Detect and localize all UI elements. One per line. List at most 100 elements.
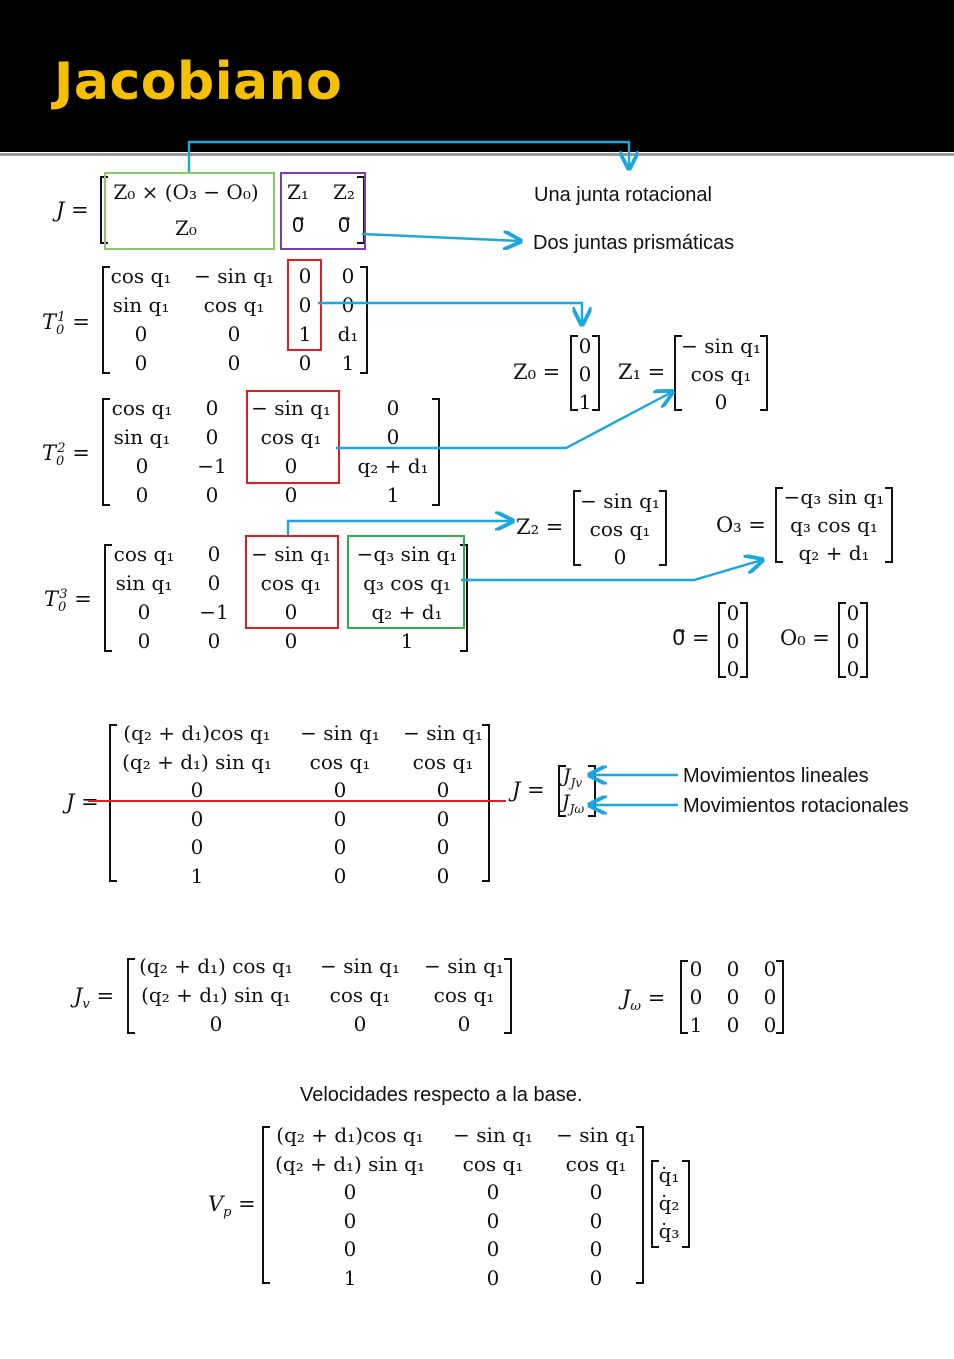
jv-cell: 0 xyxy=(353,1012,367,1036)
jgen-cell: Z₀ × (O₃ − O₀) xyxy=(113,180,259,204)
qdot-entry: q̇₁ xyxy=(658,1163,680,1187)
annotation-una-junta: Una junta rotacional xyxy=(534,184,712,206)
bracket xyxy=(432,398,440,506)
jfull-cell: cos q₁ xyxy=(412,749,474,774)
vector-entry: 1 xyxy=(578,390,592,414)
jfull-cell: 0 xyxy=(333,778,347,802)
t03-cell: cos q₁ xyxy=(260,571,322,595)
jv-cell: (q₂ + d₁) cos q₁ xyxy=(139,954,293,978)
vector-entry: 0 xyxy=(726,629,740,653)
vp-cell: 0 xyxy=(589,1265,603,1290)
vp-cell: 0 xyxy=(343,1180,357,1204)
vector-entry: − sin q₁ xyxy=(580,489,660,513)
bracket xyxy=(104,544,112,652)
jw-cell: 0 xyxy=(726,985,740,1009)
vector-entry: 0 xyxy=(578,334,592,358)
t03-cell: −1 xyxy=(199,600,229,624)
bracket xyxy=(838,602,846,678)
t02-cell: 0 xyxy=(205,425,219,449)
t03-cell: 0 xyxy=(207,571,221,595)
jfull-cell: 0 xyxy=(190,835,204,859)
jv-cell: cos q₁ xyxy=(433,983,495,1007)
bracket xyxy=(262,1126,270,1284)
t01-cell: 0 xyxy=(298,351,312,375)
vp-cell: 0 xyxy=(343,1237,357,1261)
t02-cell: −1 xyxy=(197,454,227,478)
vector-entry: 0 xyxy=(846,601,860,625)
jfull-cell: (q₂ + d₁)cos q₁ xyxy=(123,721,271,745)
jsplit-label: J = xyxy=(512,778,545,802)
vector-entry: q₂ + d₁ xyxy=(798,541,870,565)
annotation-dos-juntas: Dos juntas prismáticas xyxy=(533,232,735,254)
arrow-to-z2 xyxy=(286,521,512,535)
jv-label: Jv = xyxy=(74,984,115,1013)
bracket xyxy=(636,1126,644,1284)
t03-cell: 0 xyxy=(137,629,151,653)
jfull-cell: (q₂ + d₁) sin q₁ xyxy=(122,749,272,774)
t02-cell: 0 xyxy=(386,396,400,420)
bracket xyxy=(680,960,688,1034)
vector-label: 0⃗ = xyxy=(672,626,710,650)
vp-cell: 0 xyxy=(486,1265,500,1290)
jw-cell: 0 xyxy=(689,985,703,1009)
jv-cell: cos q₁ xyxy=(329,983,391,1007)
jfull-cell: 0 xyxy=(333,835,347,859)
arrow-to-z0 xyxy=(318,301,582,324)
jv-entry: JJv xyxy=(563,765,583,790)
t01-cell: − sin q₁ xyxy=(194,264,274,288)
t01-cell: 0 xyxy=(134,351,148,375)
arrow-to-o3 xyxy=(461,560,762,582)
t03-label: T03 = xyxy=(44,587,92,616)
jw-cell: 0 xyxy=(763,957,777,981)
bracket xyxy=(360,266,368,374)
t02-cell: − sin q₁ xyxy=(251,396,331,420)
vector-entry: q₃ cos q₁ xyxy=(790,513,878,537)
jfull-cell: 0 xyxy=(333,806,347,831)
bracket xyxy=(760,335,768,411)
jfull-cell: 0 xyxy=(436,806,450,831)
bracket xyxy=(102,398,110,506)
jw-cell: 0 xyxy=(726,957,740,981)
t03-cell: 0 xyxy=(284,600,298,624)
jfull-cell: cos q₁ xyxy=(309,749,371,774)
annotation-velocidades: Velocidades respecto a la base. xyxy=(300,1084,583,1106)
jgen-cell: 0⃗ xyxy=(337,213,351,237)
jfull-cell: 0 xyxy=(333,863,347,888)
vp-cell: 1 xyxy=(343,1265,357,1290)
vector-entry: cos q₁ xyxy=(589,517,651,541)
t02-cell: 0 xyxy=(135,454,149,478)
vp-cell: 0 xyxy=(589,1208,603,1233)
vp-cell: (q₂ + d₁) sin q₁ xyxy=(275,1151,425,1176)
jgen-cell: Z₁ xyxy=(287,180,309,204)
bracket xyxy=(776,960,784,1034)
bracket xyxy=(740,602,748,678)
header-divider xyxy=(0,153,954,156)
t02-cell: q₂ + d₁ xyxy=(357,454,429,478)
jfull-cell: − sin q₁ xyxy=(403,721,483,745)
bracket xyxy=(588,765,596,817)
vp-cell: 0 xyxy=(486,1208,500,1233)
vector-entry: 0 xyxy=(846,629,860,653)
bracket xyxy=(651,1160,659,1248)
jfull-label: J = xyxy=(66,790,99,814)
j-label: J = xyxy=(56,198,89,222)
bracket xyxy=(109,724,117,882)
t02-cell: cos q₁ xyxy=(260,425,322,449)
green-box xyxy=(347,535,465,629)
jv-cell: 0 xyxy=(209,1012,223,1036)
vector-label: Z₂ = xyxy=(516,515,564,539)
jfull-cell: − sin q₁ xyxy=(300,721,380,745)
vp-cell: cos q₁ xyxy=(565,1151,627,1176)
vector-entry: 0 xyxy=(726,657,740,681)
bracket xyxy=(592,335,600,411)
jv-cell: 0 xyxy=(457,1012,471,1036)
vp-cell: 0 xyxy=(486,1180,500,1204)
t01-cell: cos q₁ xyxy=(203,293,265,317)
jw-cell: 0 xyxy=(763,985,777,1009)
t03-cell: sin q₁ xyxy=(115,571,173,595)
vp-cell: (q₂ + d₁)cos q₁ xyxy=(276,1123,424,1147)
jw-cell: 1 xyxy=(689,1013,703,1037)
vp-cell: 0 xyxy=(486,1237,500,1261)
jv-cell: − sin q₁ xyxy=(424,954,504,978)
vector-entry: 0 xyxy=(714,390,728,414)
